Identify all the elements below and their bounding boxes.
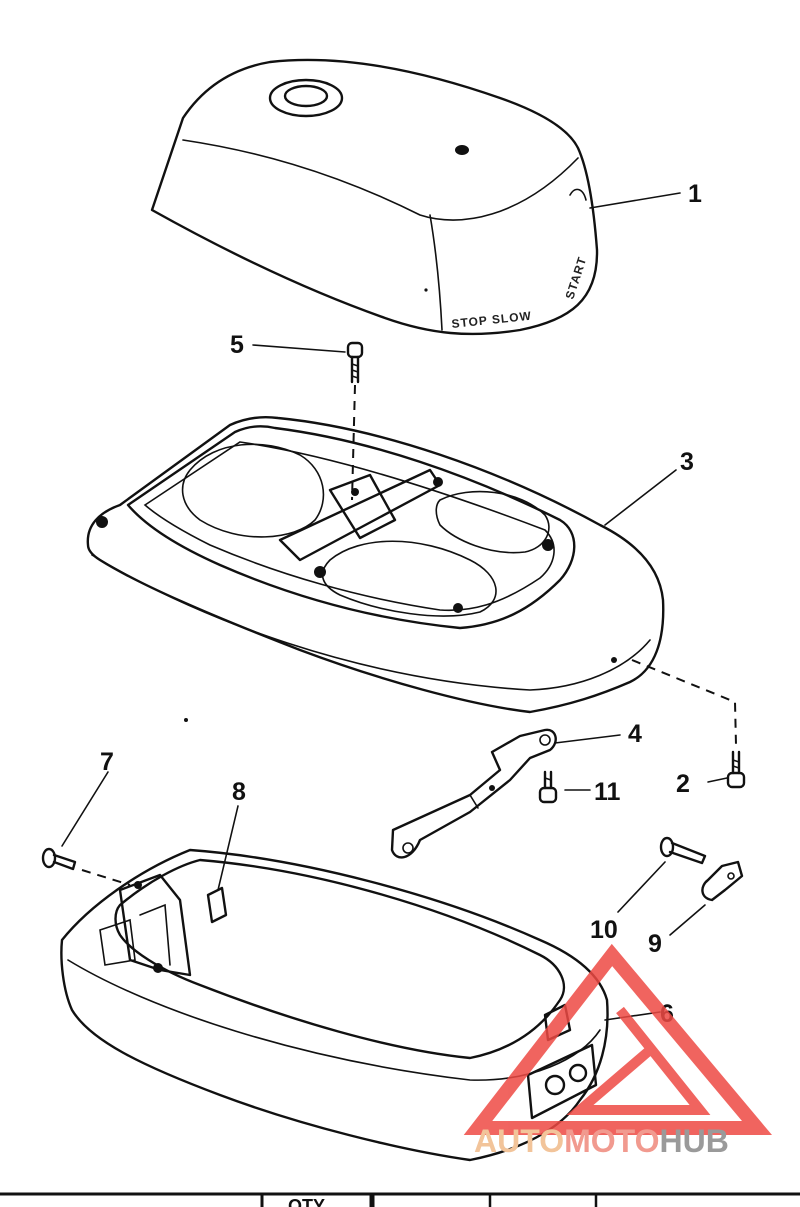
callout-8: 8 — [232, 778, 246, 806]
leader-line-9 — [669, 904, 706, 936]
leader-line-3 — [604, 469, 677, 526]
callout-3: 3 — [680, 448, 694, 476]
clip-part-9 — [701, 860, 744, 902]
callout-9: 9 — [648, 930, 662, 958]
lower-pan-part-6 — [60, 848, 609, 1162]
leader-line-8 — [217, 805, 239, 891]
screw-2-alignment-line — [631, 659, 737, 746]
screw-part-7 — [41, 847, 77, 871]
top-cover-part-1: STOP SLOW START — [150, 58, 599, 336]
bracket-part-4 — [390, 728, 557, 859]
leader-line-4 — [554, 734, 621, 744]
callout-7: 7 — [100, 748, 114, 776]
watermark-triangle-icon — [463, 943, 773, 1135]
screw-part-11 — [538, 770, 558, 804]
callout-11: 11 — [594, 778, 621, 806]
qty-column-header: QTY — [288, 1196, 325, 1207]
leader-line-5 — [252, 344, 346, 353]
stop-slow-marking: STOP SLOW — [451, 309, 533, 331]
screw-part-2 — [726, 750, 746, 789]
callout-5: 5 — [230, 331, 244, 359]
callout-4: 4 — [628, 720, 642, 748]
leader-line-1 — [589, 192, 681, 209]
bolt-part-10 — [659, 836, 707, 865]
leader-line-2 — [707, 777, 728, 783]
watermark-text-moto: MOTO — [564, 1123, 659, 1159]
callout-1: 1 — [688, 180, 702, 208]
callout-2: 2 — [676, 770, 690, 798]
middle-pan-part-3 — [86, 416, 665, 714]
watermark-text: AUTOMOTOHUB — [474, 1123, 729, 1159]
screw-7-alignment-line — [81, 869, 131, 886]
parts-table-header-strip: QTY — [0, 1192, 800, 1207]
leader-line-6 — [604, 1011, 661, 1021]
screw-5-alignment-line — [351, 384, 356, 501]
watermark-text-auto: AUTO — [474, 1123, 564, 1159]
watermark-text-hub: HUB — [659, 1123, 728, 1159]
automotohub-watermark — [463, 943, 773, 1135]
watermark-inner-triangle-icon — [566, 1006, 711, 1115]
screw-part-5 — [346, 341, 364, 384]
leader-line-10 — [617, 861, 666, 913]
leader-line-7 — [61, 771, 109, 847]
callout-10: 10 — [590, 916, 618, 944]
